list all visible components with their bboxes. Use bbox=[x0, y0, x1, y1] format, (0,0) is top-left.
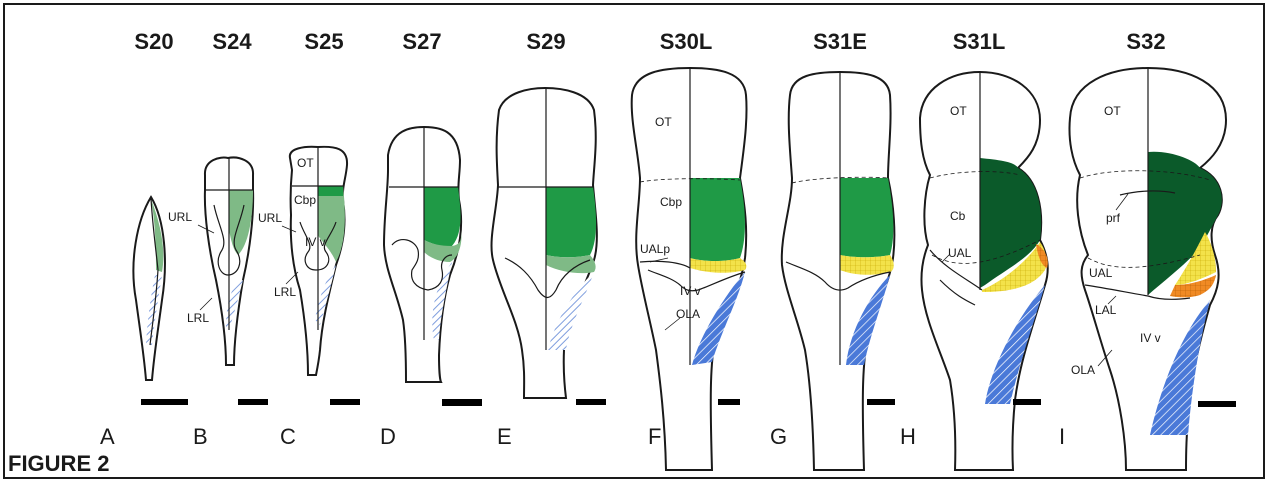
panel-letter-a: A bbox=[100, 424, 115, 449]
stage-title-s31l: S31L bbox=[953, 29, 1006, 54]
label-cb-h: Cb bbox=[950, 209, 966, 223]
figure-label: FIGURE 2 bbox=[8, 451, 109, 477]
stage-title-s20: S20 bbox=[134, 29, 173, 54]
scale-bar bbox=[238, 399, 268, 405]
panel-letter-e: E bbox=[497, 424, 512, 449]
stage-title-s25: S25 bbox=[304, 29, 343, 54]
label-ot-i: OT bbox=[1104, 104, 1121, 118]
stage-titles: S20 S24 S25 S27 S29 S30L S31E S31L S32 bbox=[134, 29, 1165, 54]
diagram-s31e bbox=[782, 72, 895, 470]
diagram-s24 bbox=[205, 158, 268, 405]
label-ola-i: OLA bbox=[1071, 363, 1095, 377]
scale-bar bbox=[1013, 399, 1041, 405]
stage-title-s27: S27 bbox=[402, 29, 441, 54]
label-ot-c: OT bbox=[297, 156, 314, 170]
panel-letter-b: B bbox=[193, 424, 208, 449]
label-ual-i: UAL bbox=[1089, 266, 1113, 280]
label-cbp-f: Cbp bbox=[660, 195, 682, 209]
stage-title-s32: S32 bbox=[1126, 29, 1165, 54]
label-ualp-f: UALp bbox=[640, 242, 670, 256]
label-ot-h: OT bbox=[950, 104, 967, 118]
diagram-s27 bbox=[384, 127, 482, 406]
scale-bar bbox=[141, 399, 188, 405]
label-cbp-c: Cbp bbox=[294, 193, 316, 207]
diagram-s29 bbox=[491, 88, 606, 405]
panel-letter-g: G bbox=[770, 424, 787, 449]
label-ivv-c: IV v bbox=[305, 235, 326, 249]
label-lrl-c: LRL bbox=[274, 285, 296, 299]
panel-letter-f: F bbox=[648, 424, 661, 449]
label-ivv-i: IV v bbox=[1140, 331, 1161, 345]
label-url-b: URL bbox=[168, 210, 192, 224]
label-prf-i: prf bbox=[1106, 211, 1121, 225]
panel-letter-i: I bbox=[1059, 424, 1065, 449]
scale-bar bbox=[867, 399, 895, 405]
stage-title-s30l: S30L bbox=[660, 29, 713, 54]
scale-bar bbox=[330, 399, 360, 405]
scale-bar bbox=[442, 399, 482, 406]
diagram-s20 bbox=[133, 197, 188, 405]
label-ot-f: OT bbox=[655, 115, 672, 129]
scale-bar bbox=[1198, 401, 1236, 407]
panel-letters: A B C D E F G H I bbox=[100, 424, 1065, 449]
panel-letter-h: H bbox=[900, 424, 916, 449]
label-lal-i: LAL bbox=[1095, 303, 1117, 317]
label-lrl-b: LRL bbox=[187, 311, 209, 325]
diagram-s30l bbox=[632, 68, 747, 470]
diagram-s25 bbox=[290, 147, 360, 405]
stage-title-s31e: S31E bbox=[813, 29, 867, 54]
panel-letter-d: D bbox=[380, 424, 396, 449]
scale-bar bbox=[576, 399, 606, 405]
panel-letter-c: C bbox=[280, 424, 296, 449]
label-ola-f: OLA bbox=[676, 307, 700, 321]
label-ual-h: UAL bbox=[948, 246, 972, 260]
label-url-c: URL bbox=[258, 211, 282, 225]
stage-title-s24: S24 bbox=[212, 29, 252, 54]
label-ivv-f: IV v bbox=[680, 284, 701, 298]
diagram-s31l bbox=[920, 72, 1048, 470]
stage-title-s29: S29 bbox=[526, 29, 565, 54]
scale-bar bbox=[718, 399, 740, 405]
